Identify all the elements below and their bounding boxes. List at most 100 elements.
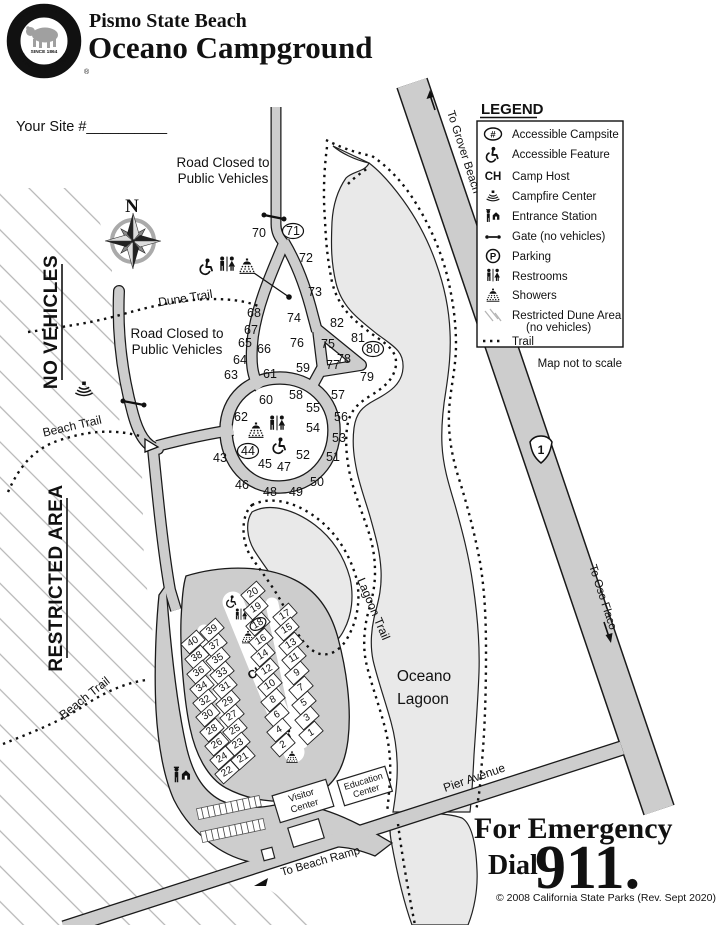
- campsite-stall: [294, 705, 320, 731]
- campsite-number: 57: [331, 388, 345, 402]
- svg-text:Restricted Dune Area: Restricted Dune Area: [512, 310, 622, 322]
- campsite-number: 38: [189, 649, 205, 664]
- junction-triangle: [144, 437, 160, 453]
- header: CALIFORNIA STATE PARKS SINCE 1864 ® Pism…: [6, 2, 373, 135]
- accessible-campsite-ring: [281, 222, 305, 240]
- beach-ramp-arrow: [254, 878, 268, 886]
- legend-row: Campfire Center: [486, 189, 597, 203]
- campsite-stall: [260, 687, 286, 713]
- map-scale-note: Map not to scale: [538, 358, 622, 370]
- campsite-number: 77: [326, 358, 340, 372]
- campsite-number: 3: [302, 712, 313, 725]
- campsite-number: 7: [296, 682, 307, 695]
- campsite-number: 51: [326, 450, 340, 464]
- parking-icon: [485, 248, 501, 264]
- campsite-number: 43: [213, 451, 227, 465]
- park-name: Pismo State Beach: [89, 10, 247, 32]
- restricted-dune-icon: [484, 308, 502, 322]
- campsite-number: 20: [245, 585, 261, 600]
- campsite-number: 70: [252, 226, 266, 240]
- campsite-stall: [274, 616, 300, 642]
- campsite-number: 40: [185, 634, 201, 649]
- campsite-number: 23: [230, 736, 246, 751]
- restrooms-icon: [270, 415, 286, 431]
- campsite-number: 35: [210, 651, 226, 666]
- compass-north-label: N: [125, 196, 139, 217]
- campsite-stall: [230, 745, 256, 771]
- svg-text:#: #: [490, 130, 496, 141]
- campsite-number: 66: [257, 342, 271, 356]
- campsite-number: 24: [214, 750, 230, 765]
- gate-west: [120, 398, 147, 408]
- legend-row: CH Camp Host: [485, 171, 571, 183]
- campsite-number: 52: [296, 448, 310, 462]
- legend-row: Trail: [483, 336, 534, 348]
- campsite-number: 60: [259, 393, 273, 407]
- oceano-lagoon-label: Oceano: [397, 668, 451, 685]
- copyright: © 2008 California State Parks (Rev. Sept…: [496, 892, 716, 904]
- svg-text:Accessible Campsite: Accessible Campsite: [512, 129, 619, 141]
- campsite-number: 50: [310, 475, 324, 489]
- legend-row: Restricted Dune Area (no vehicles): [484, 308, 622, 334]
- logo-since: SINCE 1864: [31, 49, 58, 55]
- education-center: Education Center: [336, 765, 394, 807]
- campsite-stall: [270, 732, 296, 758]
- campsite-number: 64: [233, 353, 247, 367]
- legend-row: Gate (no vehicles): [484, 231, 605, 243]
- beach-ramp-trail: [396, 823, 417, 925]
- campsite-number: 74: [287, 311, 301, 325]
- campsite-number: 62: [234, 410, 248, 424]
- campsite-number: 31: [217, 679, 233, 694]
- compass-rose: N: [104, 196, 162, 270]
- your-site-label: Your Site #__________: [16, 119, 168, 135]
- campsite-number: 16: [253, 632, 269, 647]
- svg-text:Entrance Station: Entrance Station: [512, 211, 597, 223]
- campsite-number: 4: [274, 724, 285, 737]
- bear-icon: [26, 26, 58, 48]
- svg-text:Camp Host: Camp Host: [512, 171, 570, 183]
- legend-row: Showers: [486, 288, 557, 302]
- legend-box: [476, 120, 624, 348]
- campsite-number: 63: [224, 368, 238, 382]
- campsite-number: 14: [255, 647, 271, 662]
- svg-text:Public Vehicles: Public Vehicles: [132, 342, 223, 357]
- campsite-stall: [250, 642, 276, 668]
- road-closed-label-west: Road Closed to: [130, 326, 223, 341]
- road-closed-label-top: Road Closed to: [176, 155, 269, 170]
- campsite-number: 19: [248, 600, 264, 615]
- accessible-campsite-ring: [249, 617, 267, 631]
- campsite-stall: [195, 702, 221, 728]
- campsite-number: 47: [277, 460, 291, 474]
- campsite-number: 44: [241, 444, 255, 458]
- accessible-feature-icon: [272, 436, 286, 455]
- callout-dot: [286, 294, 292, 300]
- legend-row: P Parking: [485, 248, 551, 264]
- campsite-stall: [225, 731, 251, 757]
- campsite-number: 59: [296, 361, 310, 375]
- svg-text:Showers: Showers: [512, 290, 557, 302]
- campsite-number: 49: [289, 485, 303, 499]
- campsite-number: 68: [247, 306, 261, 320]
- parking-row: [195, 795, 262, 821]
- campsite-number: 54: [306, 421, 320, 435]
- registered-mark: ®: [84, 68, 90, 76]
- legend: LEGEND # Accessible Campsite Accessible …: [476, 101, 624, 370]
- campsite-number: 58: [289, 388, 303, 402]
- campsite-number: 1: [306, 727, 317, 740]
- state-parks-logo: CALIFORNIA STATE PARKS SINCE 1864 ®: [6, 2, 90, 79]
- campsite-number: 56: [334, 410, 348, 424]
- campsite-stall: [298, 720, 324, 746]
- legend-row: Restrooms: [487, 268, 568, 283]
- svg-text:RESTRICTED AREA: RESTRICTED AREA: [46, 484, 67, 671]
- accessible-campsite-icon: [483, 127, 503, 141]
- campsite-number: 79: [360, 370, 374, 384]
- campsite-number: 53: [332, 431, 346, 445]
- highway-1-shield: 1: [529, 435, 553, 464]
- svg-text:P: P: [490, 252, 497, 263]
- shower-icon: [239, 258, 255, 274]
- emergency-line2: Dial: [488, 850, 538, 881]
- shower-icon: [248, 422, 264, 438]
- svg-text:NO VEHICLES: NO VEHICLES: [41, 255, 62, 389]
- campsite-stall: [266, 717, 292, 743]
